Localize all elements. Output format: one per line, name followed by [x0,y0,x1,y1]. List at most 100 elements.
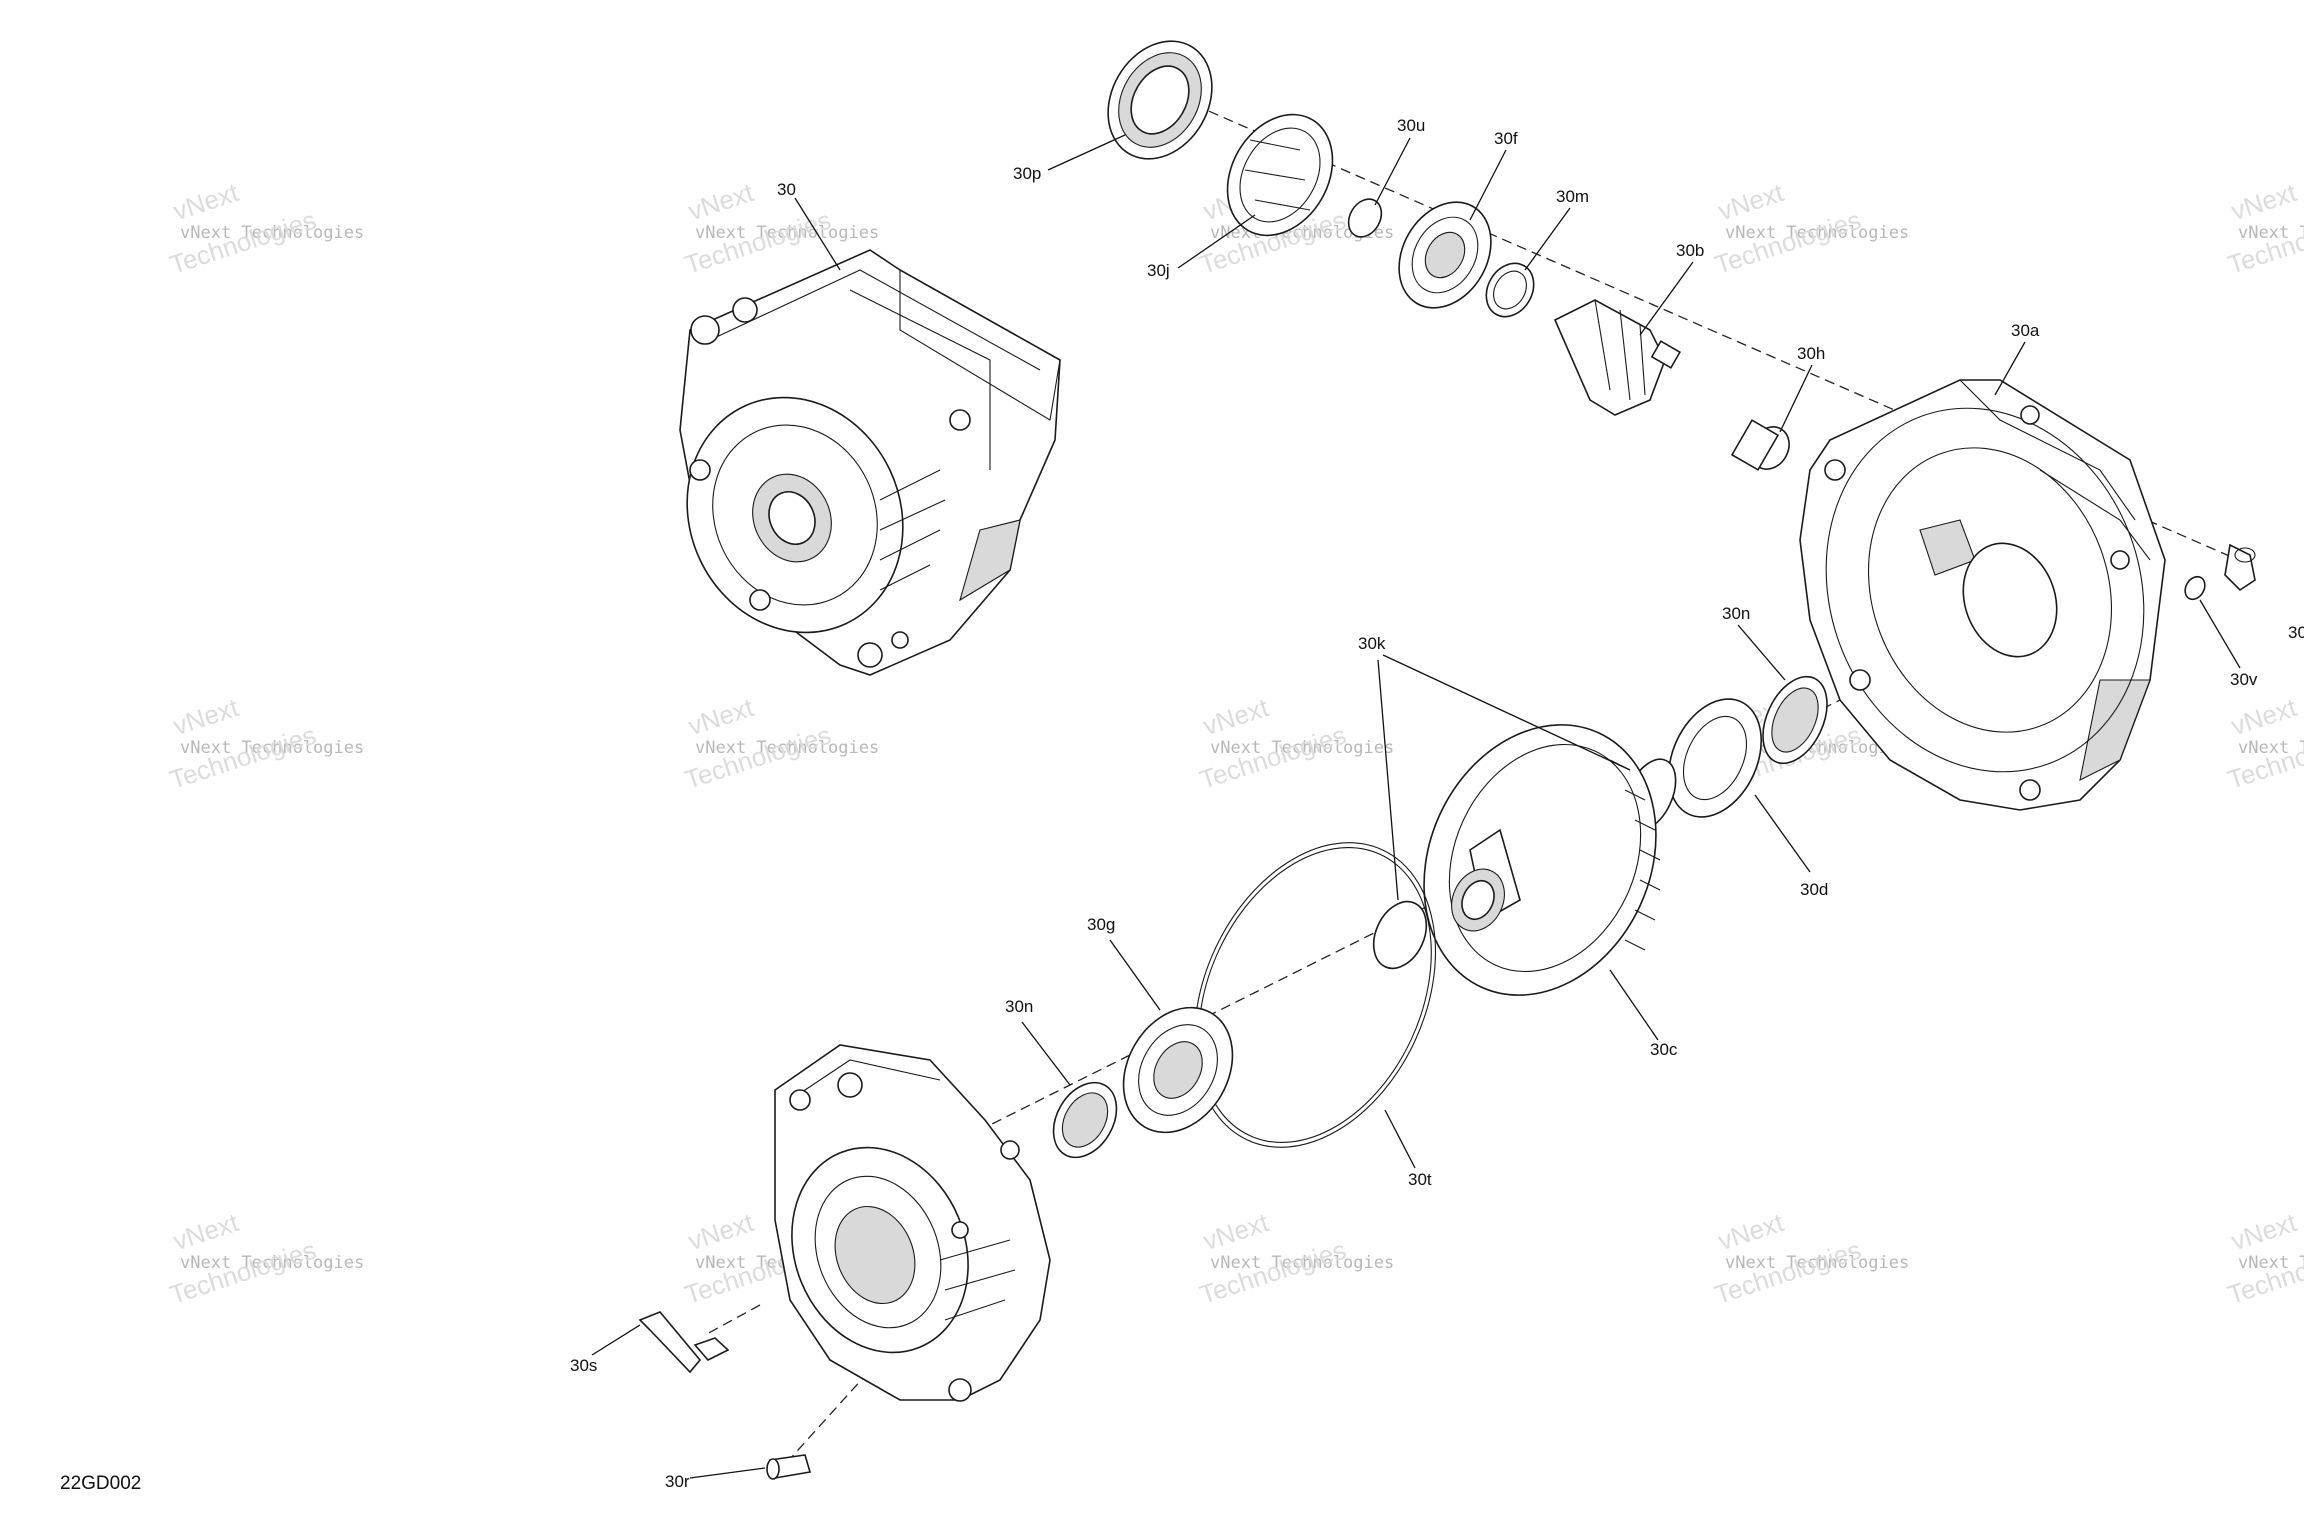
pinion-gear-30b [1553,299,1681,416]
callout-30j: 30j [1147,261,1170,280]
leader-30b [1639,261,1694,336]
oil-seal-30n-upper [1762,675,1828,765]
callout-30p: 30p [1013,164,1041,183]
svg-text:vNext Technologies: vNext Technologies [180,738,364,758]
leader-30k-b [1377,659,1399,901]
callout-30u: 30u [1397,116,1425,135]
shim-30m [1485,262,1535,318]
svg-text:vNext: vNext [2227,177,2300,226]
bearing-30j [1226,113,1334,237]
svg-text:vNext: vNext [1199,1207,1272,1256]
callout-30h: 30h [1797,344,1825,363]
watermark-tile: vNext vNext Technologies Technologies [2224,177,2304,280]
vent-axis [704,1304,761,1336]
ring-gear-30c [1423,724,1661,996]
svg-text:vNext: vNext [1714,1207,1787,1256]
svg-text:vNext Technologies: vNext Technologies [2238,1253,2304,1273]
leader-30j [1177,214,1256,269]
leader-30v [2199,599,2241,669]
leader-30 [794,197,841,271]
housing-30a [1799,379,2166,811]
callout-30: 30 [777,180,796,199]
callout-30c: 30c [1650,1040,1678,1059]
callout-30t: 30t [1408,1170,1432,1189]
leader-30u [1374,137,1411,206]
callout-30v: 30v [2230,670,2258,689]
housing-30-upper [679,249,1061,676]
callout-labels: 30 30p 30j 30u 30f 30m 30b 30h 30a 30n 3… [570,116,2304,1491]
leader-30m [1524,207,1571,271]
leader-30h [1779,364,1813,433]
callout-30k: 30k [1358,634,1386,653]
callout-30s: 30s [570,1356,597,1375]
vent-fitting-30s [638,1311,730,1374]
svg-text:vNext Technologies: vNext Technologies [695,223,879,243]
plug-with-washer-30v [2184,543,2256,601]
leader-30k-a [1382,654,1631,771]
callout-30d: 30d [1800,880,1828,899]
leader-30r [689,1467,766,1479]
drawing-id: 22GD002 [60,1473,141,1494]
o-ring-30t [1193,842,1437,1148]
watermark-tile: vNext vNext Technologies Technologies [2224,1207,2304,1310]
svg-text:vNext: vNext [684,1207,757,1256]
leader-30t [1384,1109,1416,1169]
svg-text:vNext Technologies: vNext Technologies [180,1253,364,1273]
callout-30-edge: 30 [2288,623,2304,642]
svg-text:vNext: vNext [169,692,242,741]
svg-text:vNext Technologies: vNext Technologies [2238,738,2304,758]
oil-seal-30p [1107,40,1213,160]
svg-text:vNext: vNext [169,1207,242,1256]
svg-text:vNext Technologies: vNext Technologies [2238,223,2304,243]
leader-30f [1469,149,1507,221]
svg-text:vNext: vNext [1199,692,1272,741]
bolt-axis [779,1264,966,1471]
svg-text:vNext: vNext [2227,1207,2300,1256]
watermark-tile: vNext vNext Technologies Technologies [1196,692,1394,795]
leader-30p [1047,134,1126,171]
callout-30n-upper: 30n [1722,604,1750,623]
leader-30n-lower [1021,1021,1071,1086]
upper-assembly-axis [1164,91,2251,566]
watermark-tile: vNext vNext Technologies Technologies [1196,1207,1394,1310]
ball-bearing-30g [1122,1006,1234,1134]
leader-30s [591,1324,641,1356]
watermark-tile: vNext vNext Technologies Technologies [1711,177,1909,280]
svg-text:vNext: vNext [684,177,757,226]
leader-30c [1609,969,1659,1041]
svg-text:vNext: vNext [2227,692,2300,741]
callout-30m: 30m [1556,187,1589,206]
svg-text:vNext Technologies: vNext Technologies [695,738,879,758]
callout-30g: 30g [1087,915,1115,934]
leader-lines [591,134,2241,1479]
bearing-30d [1667,698,1763,818]
watermark-tile: vNext vNext Technologies Technologies [166,1207,364,1310]
oil-seal-30n-lower [1052,1081,1118,1159]
callout-30r: 30r [665,1472,690,1491]
svg-text:vNext Technologies: vNext Technologies [1210,738,1394,758]
svg-text:vNext Technologies: vNext Technologies [180,223,364,243]
circlip-30u [1347,198,1383,238]
ball-bearing-30f [1398,201,1492,309]
svg-text:vNext Technologies: vNext Technologies [1725,1253,1909,1273]
watermark-tile: vNext vNext Technologies Technologies [166,692,364,795]
watermark-tile: vNext vNext Technologies Technologies [1711,1207,1909,1310]
bolt-30r [766,1454,812,1480]
svg-text:vNext Technologies: vNext Technologies [1210,1253,1394,1273]
leader-30g [1109,939,1161,1011]
callout-30n-lower: 30n [1005,997,1033,1016]
housing-30a-flange [1825,407,2145,773]
svg-text:vNext Technologies: vNext Technologies [1725,223,1909,243]
svg-text:vNext: vNext [169,177,242,226]
callout-30a: 30a [2011,321,2040,340]
leader-30d [1754,794,1811,873]
watermark-tile: vNext vNext Technologies Technologies [2224,692,2304,795]
needle-bearing-30h [1730,419,1790,471]
svg-text:vNext: vNext [684,692,757,741]
watermark-tile: vNext vNext Technologies Technologies [681,692,879,795]
leader-30n-upper [1737,624,1786,681]
housing-30-lower-bore-inner [834,1205,916,1305]
leader-30a [1994,341,2026,396]
svg-text:vNext: vNext [1714,177,1787,226]
